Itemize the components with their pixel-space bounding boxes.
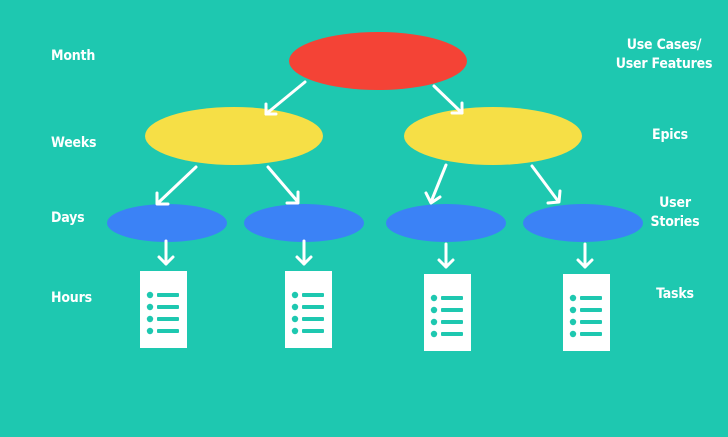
label-weeks: Weeks — [51, 135, 97, 151]
week-node-2 — [404, 107, 582, 165]
label-epics: Epics — [652, 127, 688, 143]
arrow-down-icon — [266, 165, 300, 205]
day-node-2 — [244, 204, 364, 242]
label-user-stories: User Stories — [650, 195, 700, 230]
arrow-down-icon — [424, 163, 448, 205]
arrow-down-icon — [264, 80, 307, 116]
label-use-cases: Use Cases/ User Features — [615, 37, 713, 72]
label-month: Month — [51, 48, 96, 64]
label-hours: Hours — [51, 290, 92, 306]
document-list-icon — [563, 274, 610, 351]
arrow-down-icon — [437, 242, 455, 269]
label-tasks: Tasks — [656, 286, 694, 302]
day-node-3 — [386, 204, 506, 242]
arrow-down-icon — [157, 239, 175, 266]
document-list-icon — [285, 271, 332, 348]
day-node-4 — [523, 204, 643, 242]
day-node-1 — [107, 204, 227, 242]
document-list-icon — [424, 274, 471, 351]
arrow-down-icon — [155, 165, 198, 206]
arrow-down-icon — [432, 84, 464, 115]
document-list-icon — [140, 271, 187, 348]
label-days: Days — [51, 210, 85, 226]
arrow-down-icon — [576, 242, 594, 269]
month-node — [289, 32, 467, 90]
arrow-down-icon — [295, 239, 313, 266]
week-node-1 — [145, 107, 323, 165]
arrow-down-icon — [530, 164, 562, 205]
